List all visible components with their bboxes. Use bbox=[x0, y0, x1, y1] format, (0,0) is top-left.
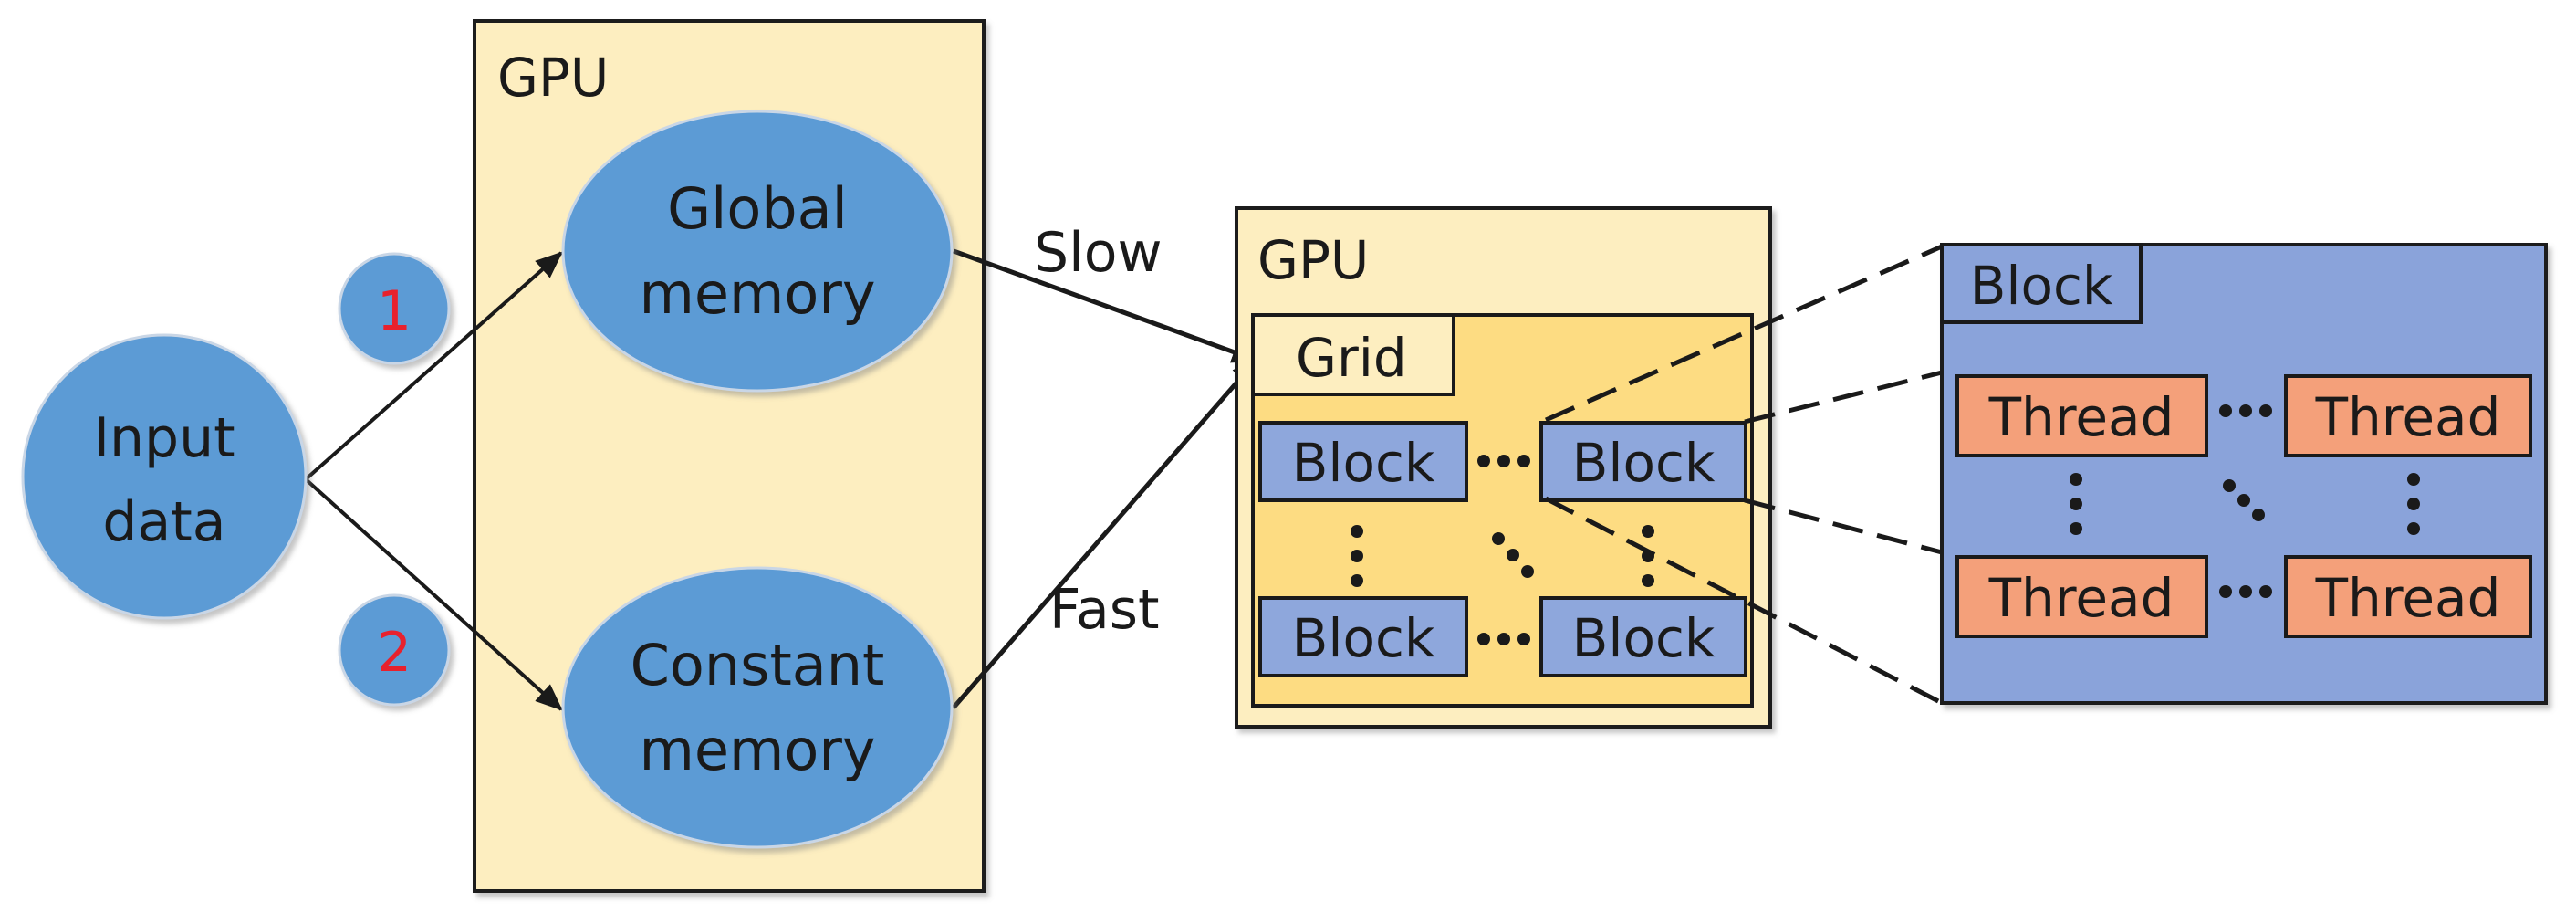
grid-block-label: Block bbox=[1572, 607, 1716, 669]
gpu-compute-panel: GPU Grid Block Block Block Block bbox=[1235, 206, 1772, 729]
thread-cell: Thread bbox=[2284, 374, 2532, 457]
arrow-input-to-constant bbox=[304, 477, 563, 711]
zoom-dashed-lines bbox=[1544, 244, 1944, 706]
step-badge-2: 2 bbox=[338, 593, 451, 707]
thread-cell: Thread bbox=[1955, 374, 2208, 457]
grid-block-label: Block bbox=[1572, 432, 1716, 494]
step-badge-2-number: 2 bbox=[377, 621, 412, 685]
thread-cell: Thread bbox=[2284, 555, 2532, 638]
grid-ellipsis-dots bbox=[1351, 455, 1654, 645]
thread-label: Thread bbox=[2315, 386, 2501, 448]
step-badge-1-number: 1 bbox=[377, 279, 412, 343]
grid-label-box bbox=[1251, 313, 1455, 396]
thread-label: Thread bbox=[1988, 386, 2174, 448]
grid-container: Grid Block Block Block Block bbox=[1251, 313, 1754, 708]
global-memory-label-line1: Global bbox=[667, 175, 848, 242]
grid-block: Block bbox=[1258, 421, 1468, 502]
grid-block: Block bbox=[1258, 596, 1468, 677]
global-memory-label-line2: memory bbox=[639, 260, 875, 327]
constant-memory-label-line2: memory bbox=[639, 717, 875, 783]
thread-label: Thread bbox=[2315, 567, 2501, 629]
step-badge-1: 1 bbox=[338, 252, 451, 365]
connector-arrows bbox=[304, 248, 1260, 711]
gpu-compute-panel-title: GPU bbox=[1257, 229, 1369, 291]
block-detail-title-box bbox=[1940, 243, 2143, 324]
arrow-fast-constant-to-grid bbox=[952, 357, 1259, 709]
grid-block-label: Block bbox=[1292, 432, 1435, 494]
thread-label: Thread bbox=[1988, 567, 2174, 629]
thread-ellipsis-dots bbox=[2070, 404, 2420, 598]
global-memory-node: Global memory bbox=[561, 110, 954, 393]
arrow-input-to-global bbox=[304, 251, 563, 481]
input-data-label-line1: Input bbox=[93, 406, 235, 470]
input-data-node: Input data bbox=[21, 333, 308, 620]
grid-label: Grid bbox=[1296, 327, 1407, 389]
input-data-label-line2: data bbox=[102, 490, 225, 554]
gpu-memory-panel-title: GPU bbox=[497, 47, 609, 109]
block-detail-panel: Block Thread Thread Thread Thread bbox=[1940, 243, 2548, 705]
arrow-slow-global-to-grid bbox=[953, 248, 1260, 363]
grid-block: Block bbox=[1539, 596, 1747, 677]
block-detail-title: Block bbox=[1970, 255, 2113, 317]
constant-memory-node: Constant memory bbox=[561, 566, 954, 849]
constant-memory-label-line1: Constant bbox=[631, 632, 885, 698]
grid-block-label: Block bbox=[1292, 607, 1435, 669]
grid-block: Block bbox=[1539, 421, 1747, 502]
thread-cell: Thread bbox=[1955, 555, 2208, 638]
edge-label-slow: Slow bbox=[1034, 221, 1163, 285]
edge-label-fast: Fast bbox=[1049, 578, 1160, 642]
